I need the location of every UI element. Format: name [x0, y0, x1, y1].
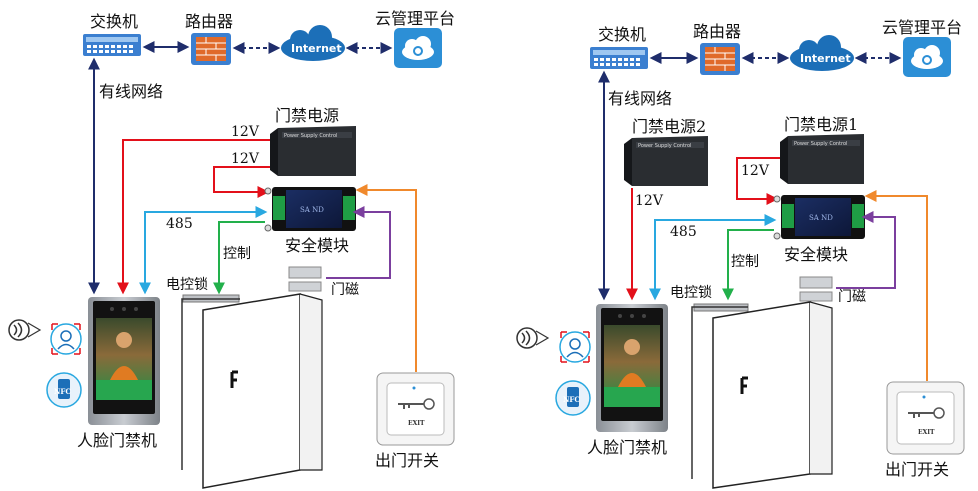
power-12v-module-wire: [736, 157, 780, 205]
security-module-label: 安全模块: [784, 245, 848, 264]
exit-button-icon[interactable]: EXIT: [886, 381, 965, 455]
face-terminal-label: 人脸门禁机: [587, 438, 667, 457]
power-supply-icon: Power Supply Control: [270, 126, 356, 176]
door-magnet-wire: [836, 211, 896, 289]
cloud-platform-icon: [394, 28, 442, 68]
internet-cloud-icon: [281, 25, 345, 61]
v12-psu2-label: 12V: [635, 193, 664, 209]
contactless-icon: [8, 319, 42, 341]
bus-485-label: 485: [670, 224, 697, 240]
exit-button-text: EXIT: [918, 429, 935, 436]
power-supply-2-icon: Power Supply Control: [624, 136, 708, 186]
bus-485-wire: [649, 214, 777, 301]
exit-button-text: EXIT: [408, 420, 425, 427]
router-icon: [700, 43, 740, 75]
psu1-label: 门禁电源1: [784, 115, 858, 134]
door-magnet-icon: [799, 276, 833, 302]
security-module-icon: SA ND: [264, 187, 356, 232]
cloud-platform-label: 云管理平台: [882, 18, 962, 37]
power-supply-1-icon: Power Supply Control: [780, 134, 864, 184]
module-brand: SA ND: [809, 214, 833, 222]
door-magnet-label: 门磁: [331, 282, 359, 298]
exit-button-label: 出门开关: [885, 460, 949, 479]
door-magnet-icon: [288, 266, 322, 292]
v12-psu1-label: 12V: [741, 163, 770, 179]
nfc-icon: NFC: [46, 372, 82, 408]
face-recognition-icon: [50, 323, 82, 355]
router-label: 路由器: [185, 12, 233, 31]
face-terminal-icon: [88, 297, 160, 425]
router-icon: [191, 33, 231, 65]
face-recognition-icon: [559, 331, 591, 363]
electric-lock-label: 电控锁: [166, 277, 208, 293]
psu2-label: 门禁电源2: [632, 117, 706, 136]
switch-icon: [83, 34, 141, 56]
switch-icon: [590, 47, 648, 69]
router-label: 路由器: [693, 22, 741, 41]
nfc-text: NFC: [563, 395, 580, 404]
door-icon: [181, 293, 323, 489]
v12-top-label: 12V: [231, 124, 260, 140]
diagram-left: 交换机 路由器 Internet 云管理平台 有线网络: [8, 9, 455, 489]
psu1-brand: Power Supply Control: [794, 141, 847, 147]
control-label: 控制: [223, 246, 251, 262]
electric-lock-label: 电控锁: [670, 285, 712, 301]
nfc-icon: NFC: [555, 380, 591, 416]
psu2-brand: Power Supply Control: [638, 143, 691, 149]
internet-label: Internet: [800, 52, 851, 65]
security-module-icon: SA ND: [773, 195, 865, 240]
wired-network-label: 有线网络: [99, 82, 163, 101]
exit-button-wire: [355, 184, 417, 372]
diagram-right: 交换机 路由器 Internet 云管理平台 有线网络: [516, 18, 965, 489]
wired-network-label: 有线网络: [608, 89, 672, 108]
door-magnet-wire: [326, 206, 391, 279]
switch-label: 交换机: [90, 12, 138, 31]
v12-bottom-label: 12V: [231, 151, 260, 167]
internet-label: Internet: [291, 42, 342, 55]
psu-label: 门禁电源: [275, 106, 339, 125]
face-terminal-label: 人脸门禁机: [77, 431, 157, 450]
security-module-label: 安全模块: [285, 236, 349, 255]
exit-button-label: 出门开关: [375, 451, 439, 470]
door-magnet-label: 门磁: [838, 289, 866, 305]
control-wire: [722, 229, 774, 301]
bus-485-wire: [139, 206, 268, 295]
door-icon: [691, 301, 833, 489]
cloud-platform-label: 云管理平台: [375, 9, 455, 28]
exit-button-wire: [864, 190, 928, 381]
power-12v-module-wire: [213, 166, 270, 198]
exit-button-icon[interactable]: EXIT: [376, 372, 455, 446]
switch-label: 交换机: [598, 25, 646, 44]
control-wire: [213, 221, 265, 295]
cloud-platform-icon: [903, 37, 951, 77]
contactless-icon: [516, 327, 550, 349]
power-12v-face-wire: [117, 139, 270, 295]
bus-485-label: 485: [166, 216, 193, 232]
internet-cloud-icon: [790, 35, 854, 71]
psu-brand: Power Supply Control: [284, 133, 337, 139]
module-brand: SA ND: [300, 206, 324, 214]
control-label: 控制: [731, 254, 759, 270]
nfc-text: NFC: [54, 387, 71, 396]
face-terminal-icon: [596, 304, 668, 432]
